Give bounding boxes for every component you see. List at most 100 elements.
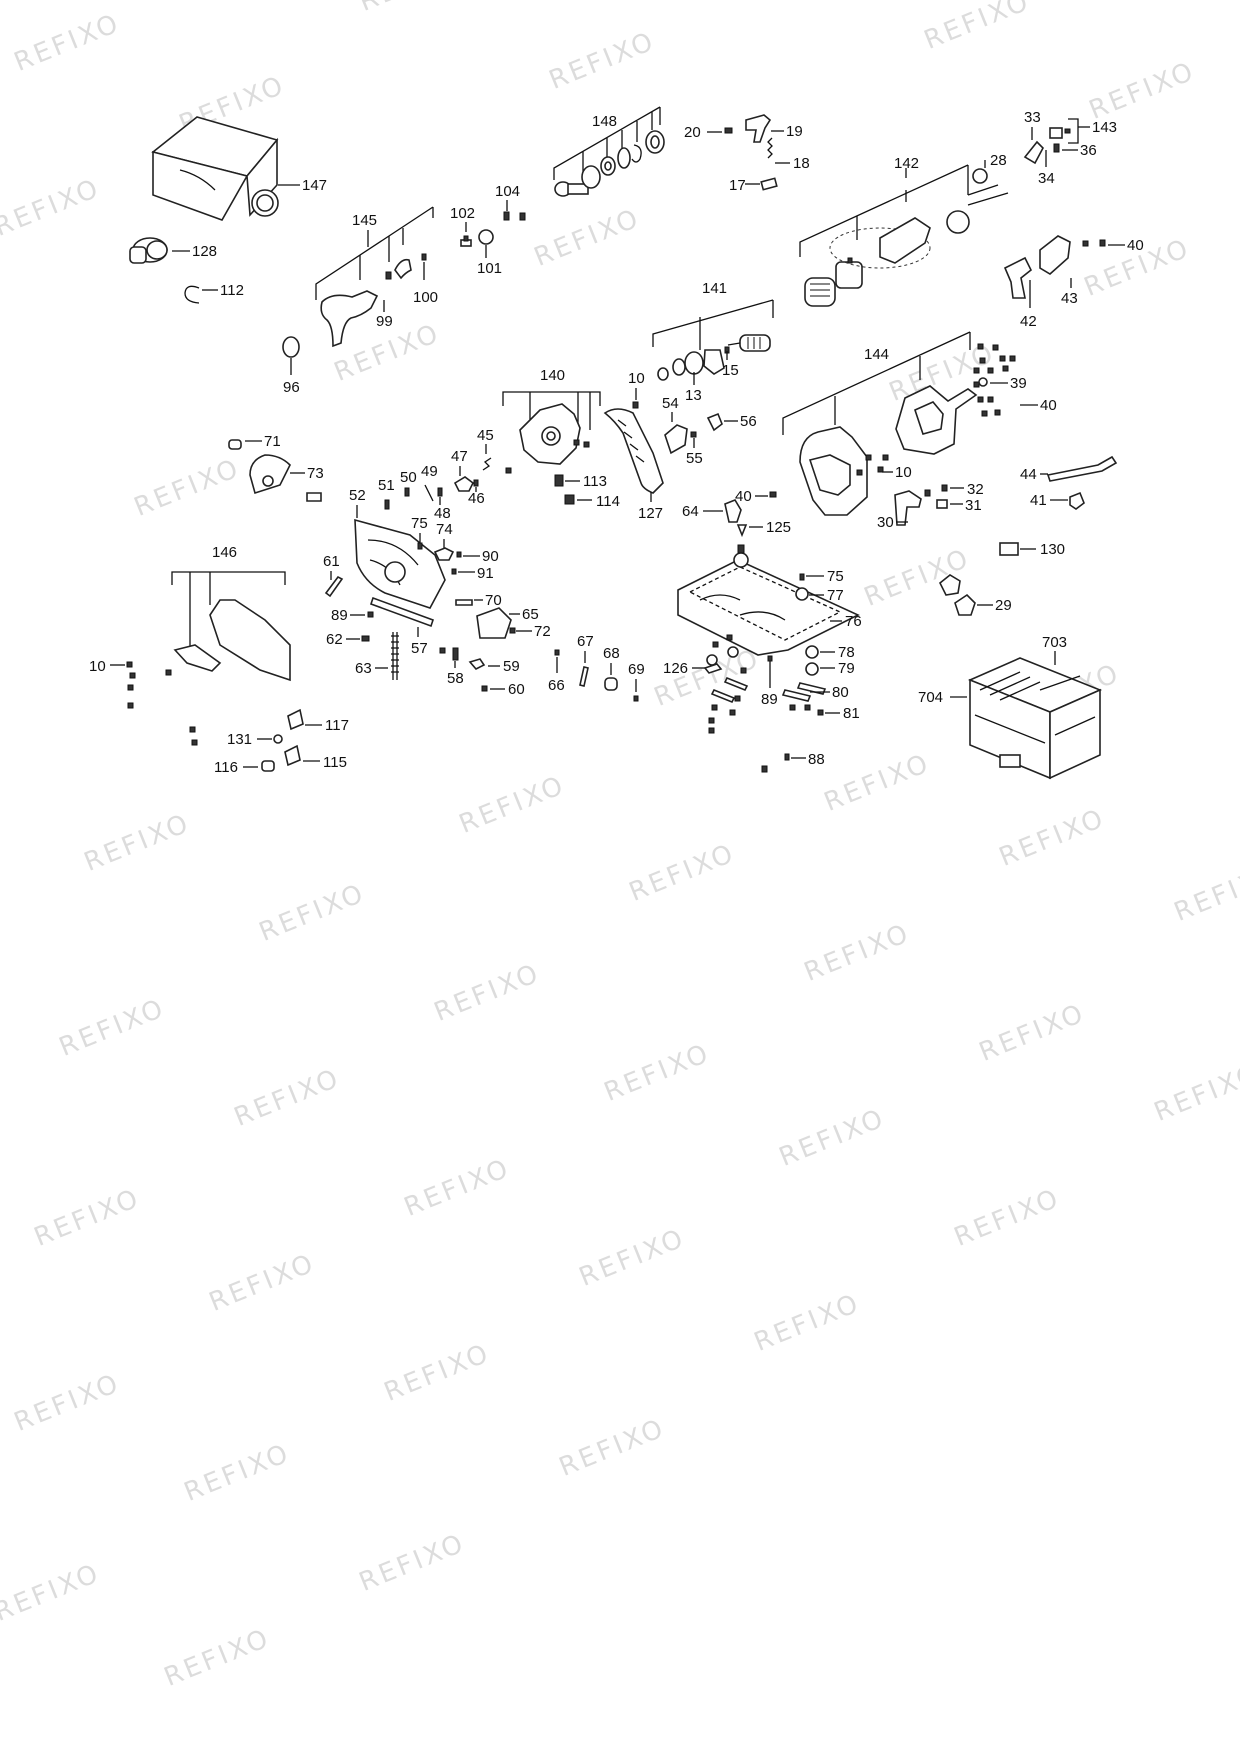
- part-label-128: 128: [192, 243, 217, 260]
- part-61-pin: [324, 575, 344, 598]
- part-72-nut: [509, 627, 516, 634]
- part-71-bushing: [228, 439, 242, 450]
- part-89-screw: [367, 611, 374, 618]
- part-label-65: 65: [522, 606, 539, 623]
- part-label-102: 102: [450, 205, 475, 222]
- part-label-80: 80: [832, 684, 849, 701]
- part-20-pin: [724, 127, 733, 134]
- part-label-61: 61: [323, 553, 340, 570]
- part-label-73: 73: [307, 465, 324, 482]
- part-label-41: 41: [1030, 492, 1047, 509]
- part-label-117: 117: [325, 717, 349, 734]
- part-116-cap: [261, 760, 275, 772]
- part-label-45: 45: [477, 427, 494, 444]
- part-704-carrying-case: [967, 657, 1103, 780]
- part-130-label: [999, 542, 1019, 556]
- part-51-pin: [384, 499, 390, 510]
- part-label-127: 127: [638, 505, 663, 522]
- part-label-70: 70: [485, 592, 502, 609]
- part-125-tip: [736, 524, 748, 538]
- part-96-ring: [282, 336, 300, 358]
- part-label-148: 148: [592, 113, 617, 130]
- part-label-140: 140: [540, 367, 565, 384]
- part-label-42: 42: [1020, 313, 1037, 330]
- part-label-126: 126: [663, 660, 688, 677]
- part-label-13: 13: [685, 387, 702, 404]
- part-label-59: 59: [503, 658, 520, 675]
- part-label-99: 99: [376, 313, 393, 330]
- part-141-armature: [657, 334, 771, 381]
- part-label-33: 33: [1024, 109, 1041, 126]
- part-50-pin: [404, 487, 410, 497]
- part-47-cam: [453, 476, 475, 492]
- part-117-clip: [287, 708, 304, 731]
- part-label-130: 130: [1040, 541, 1065, 558]
- part-78-bushing: [805, 645, 819, 659]
- part-59-nut: [468, 658, 486, 670]
- part-102-screw: [460, 235, 472, 247]
- part-60-screw: [481, 685, 488, 692]
- part-label-79: 79: [838, 660, 855, 677]
- part-41-clamp: [1069, 491, 1085, 510]
- part-43-housing: [1039, 235, 1071, 275]
- part-131-washer: [273, 734, 283, 744]
- part-label-74: 74: [436, 521, 453, 538]
- part-18-spring: [767, 137, 773, 159]
- part-57-rail: [369, 596, 435, 628]
- part-63-threaded-rod: [392, 632, 398, 680]
- part-42-bracket: [1003, 256, 1033, 299]
- part-36-screw: [1053, 143, 1060, 153]
- part-29-knob: [938, 574, 961, 596]
- part-143-contact: [1049, 127, 1071, 139]
- part-31-nut: [936, 499, 948, 509]
- part-label-104: 104: [495, 183, 520, 200]
- part-114-screw: [564, 494, 575, 505]
- part-label-10: 10: [628, 370, 645, 387]
- part-label-88: 88: [808, 751, 825, 768]
- part-113-spring: [554, 474, 564, 487]
- part-44-rod: [1046, 455, 1118, 482]
- part-10-screw: [632, 401, 639, 409]
- part-label-77: 77: [827, 587, 844, 604]
- part-label-78: 78: [838, 644, 855, 661]
- part-label-81: 81: [843, 705, 860, 722]
- part-90-screw: [456, 551, 462, 558]
- part-label-36: 36: [1080, 142, 1097, 159]
- part-68-knob: [604, 677, 618, 691]
- part-69-screw: [633, 695, 639, 702]
- part-40-screw: [1082, 240, 1089, 247]
- part-39-ring: [978, 377, 988, 387]
- part-label-52: 52: [349, 487, 366, 504]
- part-10-c-screw: [126, 661, 133, 668]
- part-label-57: 57: [411, 640, 428, 657]
- part-label-131: 131: [227, 731, 252, 748]
- part-label-704: 704: [918, 689, 943, 706]
- part-label-56: 56: [740, 413, 757, 430]
- part-label-44: 44: [1020, 466, 1037, 483]
- part-142-motor-assembly: [804, 168, 1009, 307]
- part-label-46: 46: [468, 490, 485, 507]
- part-label-75-b: 75: [827, 568, 844, 585]
- part-126-foot-hardware: [703, 634, 749, 734]
- part-label-10-c: 10: [89, 658, 106, 675]
- part-label-10-b: 10: [895, 464, 912, 481]
- part-45-spring: [482, 457, 492, 471]
- part-label-40: 40: [1127, 237, 1144, 254]
- part-79-washer: [805, 662, 819, 676]
- part-30-lever: [894, 490, 922, 526]
- part-74-block: [433, 547, 455, 561]
- part-80-foot: [796, 682, 827, 695]
- part-145-trigger-handle: [320, 253, 427, 348]
- part-label-62: 62: [326, 631, 343, 648]
- part-147-housing: [151, 116, 279, 221]
- part-label-28: 28: [990, 152, 1007, 169]
- part-73-bevel-plate: [249, 454, 291, 495]
- part-64-knob: [724, 499, 742, 523]
- part-54-lock: [664, 424, 688, 455]
- part-label-116: 116: [214, 759, 238, 776]
- part-81-screw: [817, 709, 824, 716]
- part-65-plate: [476, 607, 512, 639]
- part-label-143: 143: [1092, 119, 1117, 136]
- part-label-703: 703: [1042, 634, 1067, 651]
